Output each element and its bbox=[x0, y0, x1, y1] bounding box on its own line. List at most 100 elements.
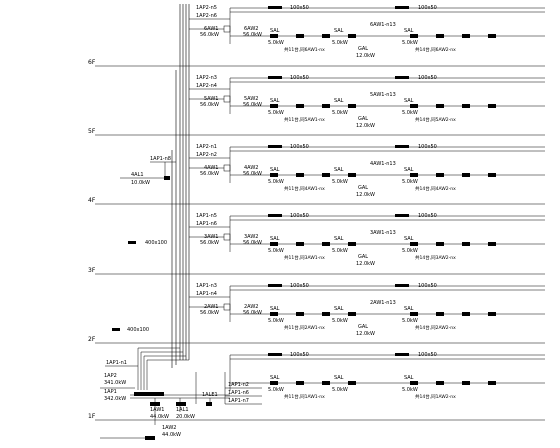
tray-marker bbox=[268, 76, 282, 79]
sal-power: 5.0kW bbox=[402, 179, 418, 185]
group-note-left: 共11台,同4AW1-nx bbox=[284, 185, 325, 192]
gal-label: GAL bbox=[358, 46, 368, 52]
panel-b-power: 56.0kW bbox=[243, 32, 262, 38]
side-panel-feeder: 1AP1-n8 bbox=[150, 156, 171, 162]
panel-a-power: 56.0kW bbox=[200, 310, 219, 316]
panel-1al1-name: 1AL1 bbox=[176, 407, 189, 413]
sal-power: 5.0kW bbox=[268, 387, 284, 393]
tray-size-label: 100x50 bbox=[290, 352, 309, 358]
tray-marker bbox=[395, 284, 409, 287]
outgoing-feeder-3: 1AP1-n7 bbox=[228, 398, 249, 404]
load-unit bbox=[270, 381, 278, 385]
gal-power: 12.0kW bbox=[356, 123, 375, 129]
group-note-right: 共14台,同2AW2-nx bbox=[415, 324, 456, 331]
panel-1ap2-power: 341.0kW bbox=[104, 380, 126, 386]
tray-400x100-label-a: 400x100 bbox=[145, 240, 167, 246]
load-unit bbox=[322, 104, 330, 108]
gal-label: GAL bbox=[358, 254, 368, 260]
load-unit bbox=[436, 381, 444, 385]
load-unit bbox=[436, 173, 444, 177]
sal-label: SAL bbox=[270, 98, 280, 104]
tray-size-label: 100x50 bbox=[418, 352, 437, 358]
group-note-left: 共11台,同6AW1-nx bbox=[284, 46, 325, 53]
panel-b-power: 56.0kW bbox=[243, 240, 262, 246]
load-unit bbox=[462, 173, 470, 177]
sal-power: 5.0kW bbox=[332, 40, 348, 46]
gal-label: GAL bbox=[358, 185, 368, 191]
tray-marker bbox=[395, 353, 409, 356]
sal-power: 5.0kW bbox=[332, 318, 348, 324]
main-panel-labels: 1AP1-n1 1AP2 341.0kW 1AP1 342.0kW 1AW1 4… bbox=[104, 360, 218, 438]
sal-label: SAL bbox=[270, 375, 280, 381]
sal-power: 5.0kW bbox=[332, 110, 348, 116]
panel-1ale1-name: 1ALE1 bbox=[202, 392, 218, 398]
sal-label: SAL bbox=[404, 306, 414, 312]
group-note-left: 共11台,同5AW1-nx bbox=[284, 116, 325, 123]
floor-labels: 6F 5F 4F 3F 2F 1F bbox=[88, 59, 96, 420]
tray-size-label: 100x50 bbox=[418, 213, 437, 219]
sal-label: SAL bbox=[404, 28, 414, 34]
panel-a-power: 56.0kW bbox=[200, 240, 219, 246]
load-unit bbox=[410, 104, 418, 108]
sal-power: 5.0kW bbox=[268, 110, 284, 116]
load-unit bbox=[410, 381, 418, 385]
feeder-label: 1AP2-n6 bbox=[196, 13, 217, 19]
sal-label: SAL bbox=[270, 167, 280, 173]
sal-label: SAL bbox=[334, 375, 344, 381]
load-unit bbox=[270, 104, 278, 108]
panel-a-box bbox=[223, 164, 231, 172]
tray-marker bbox=[268, 353, 282, 356]
load-unit bbox=[462, 104, 470, 108]
tray-marker bbox=[395, 6, 409, 9]
circuit-label: 5AW1-n13 bbox=[370, 92, 396, 98]
tray-size-label: 100x50 bbox=[418, 144, 437, 150]
load-unit bbox=[348, 312, 356, 316]
load-unit bbox=[488, 34, 496, 38]
main-distribution bbox=[100, 347, 230, 439]
panel-b-power: 56.0kW bbox=[243, 310, 262, 316]
sal-power: 5.0kW bbox=[402, 248, 418, 254]
load-unit bbox=[436, 104, 444, 108]
load-unit bbox=[436, 312, 444, 316]
sal-power: 5.0kW bbox=[268, 318, 284, 324]
tray-size-label: 100x50 bbox=[290, 213, 309, 219]
feeder-label: 1AP1-n3 bbox=[196, 283, 217, 289]
load-unit bbox=[322, 242, 330, 246]
vertical-risers bbox=[171, 4, 190, 368]
side-panel-name: 4AL1 bbox=[131, 172, 144, 178]
panel-b-name: 6AW2 bbox=[244, 26, 258, 32]
gal-power: 12.0kW bbox=[356, 261, 375, 267]
tray-size-label: 100x50 bbox=[290, 144, 309, 150]
load-unit bbox=[410, 173, 418, 177]
load-unit bbox=[270, 242, 278, 246]
feeder-label: 1AP1-n4 bbox=[196, 291, 217, 297]
load-unit bbox=[462, 381, 470, 385]
tray-size-label: 100x50 bbox=[290, 5, 309, 11]
tray-marker bbox=[395, 145, 409, 148]
load-unit bbox=[296, 312, 304, 316]
floor-lines bbox=[95, 65, 545, 421]
panel-1aw1-name: 1AW1 bbox=[150, 407, 164, 413]
load-unit bbox=[348, 381, 356, 385]
floor-label-4f: 4F bbox=[88, 197, 96, 204]
sal-label: SAL bbox=[404, 236, 414, 242]
sal-label: SAL bbox=[334, 167, 344, 173]
panel-b-name: 4AW2 bbox=[244, 165, 258, 171]
feeder-label: 1AP2-n1 bbox=[196, 144, 217, 150]
gal-power: 12.0kW bbox=[356, 53, 375, 59]
circuit-label: 4AW1-n13 bbox=[370, 161, 396, 167]
outgoing-feeders: 1AP1-n2 1AP1-n6 1AP1-n7 bbox=[225, 382, 262, 405]
load-unit bbox=[296, 242, 304, 246]
sal-power: 5.0kW bbox=[268, 248, 284, 254]
load-unit bbox=[410, 34, 418, 38]
tray-marker bbox=[268, 145, 282, 148]
load-unit bbox=[410, 242, 418, 246]
panel-1ap1-power: 342.0kW bbox=[104, 396, 126, 402]
side-panel-power: 10.0kW bbox=[131, 180, 150, 186]
group-note-right: 共14台,同6AW2-nx bbox=[415, 46, 456, 53]
